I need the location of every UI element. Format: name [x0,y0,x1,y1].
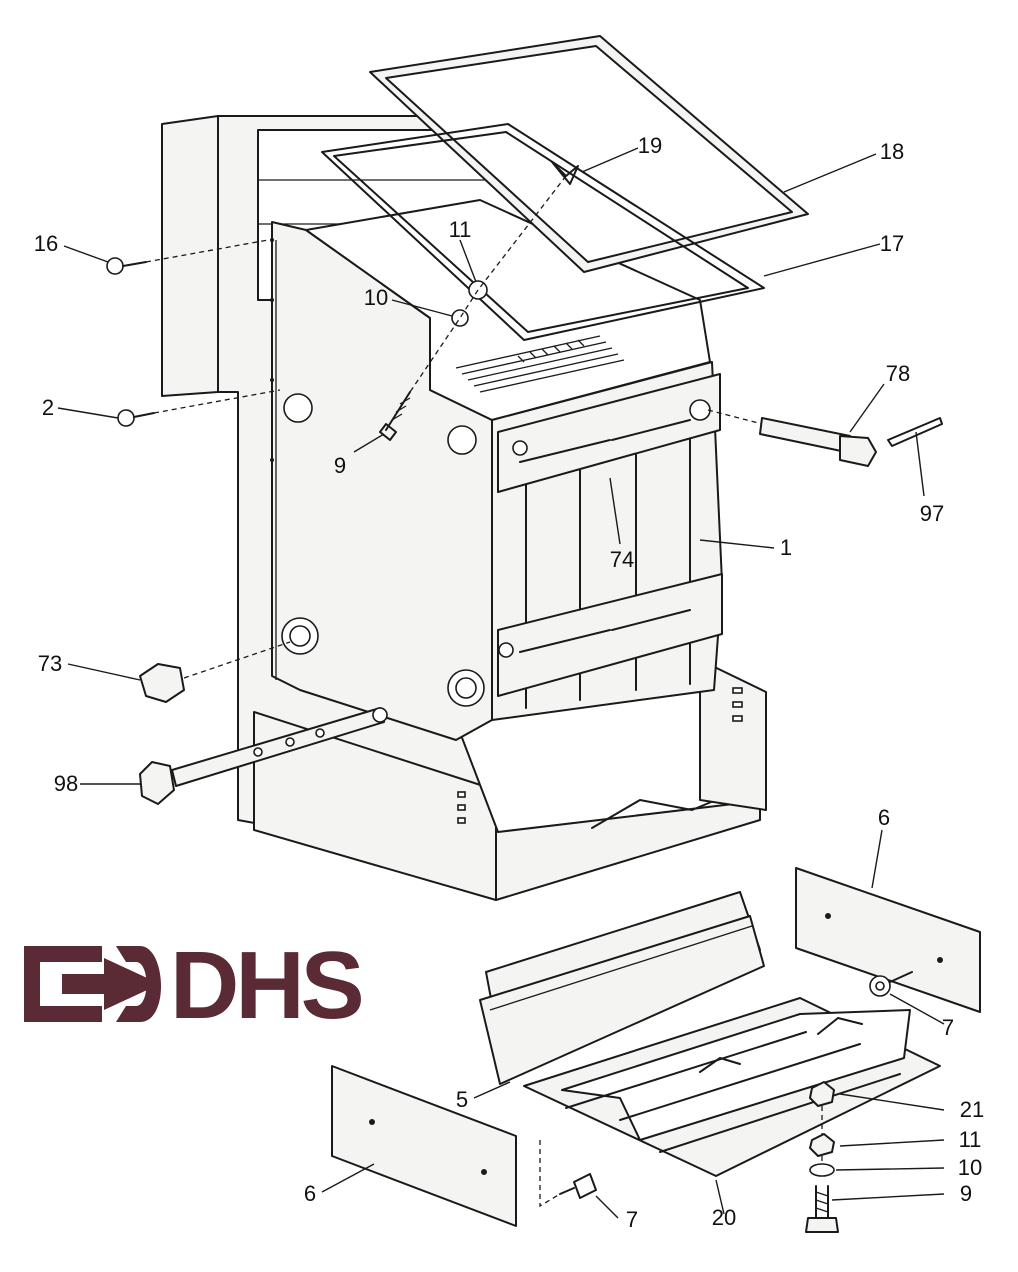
callout-19: 19 [637,133,663,158]
callout-5: 5 [455,1087,469,1112]
tube-78 [707,409,943,467]
callout-6-lower: 6 [303,1181,317,1206]
callout-11-top: 11 [448,217,472,242]
side-panel-upper [795,867,981,1013]
fixings-right [539,971,913,1233]
callout-1: 1 [779,535,793,560]
callout-10-top: 10 [363,285,389,310]
callout-20: 20 [711,1205,737,1230]
screws-left [106,239,281,427]
callout-9-top: 9 [333,453,347,478]
heat-exchanger-body [270,199,723,741]
callout-16: 16 [33,231,59,256]
burner-fins [455,335,625,393]
callout-18: 18 [879,139,905,164]
dhs-logo-mark [24,946,162,1022]
callout-7-upper: 7 [941,1015,955,1040]
baffle-5 [479,891,765,1085]
top-fixings [379,161,579,441]
dhs-logo-text: DHS [170,932,365,1039]
callout-11-lower: 11 [958,1127,982,1152]
cover-gasket [321,123,765,341]
callout-9-lower: 9 [959,1181,973,1206]
tube-98 [139,707,388,805]
callout-10-lower: 10 [957,1155,983,1180]
callout-78: 78 [885,361,911,386]
cover-plate [369,35,809,273]
base-tray [253,659,767,901]
callout-2: 2 [41,395,55,420]
callout-21: 21 [959,1097,985,1122]
leader-lines [57,147,945,1219]
side-panel-lower [331,1065,517,1227]
callout-98: 98 [53,771,79,796]
callout-97: 97 [919,501,945,526]
tray-20 [523,997,941,1177]
callout-73: 73 [37,651,63,676]
callout-17: 17 [879,231,905,256]
callout-74: 74 [609,547,635,572]
plug-73 [139,641,291,703]
callout-7-lower: 7 [625,1207,639,1232]
callout-6-upper: 6 [877,805,891,830]
